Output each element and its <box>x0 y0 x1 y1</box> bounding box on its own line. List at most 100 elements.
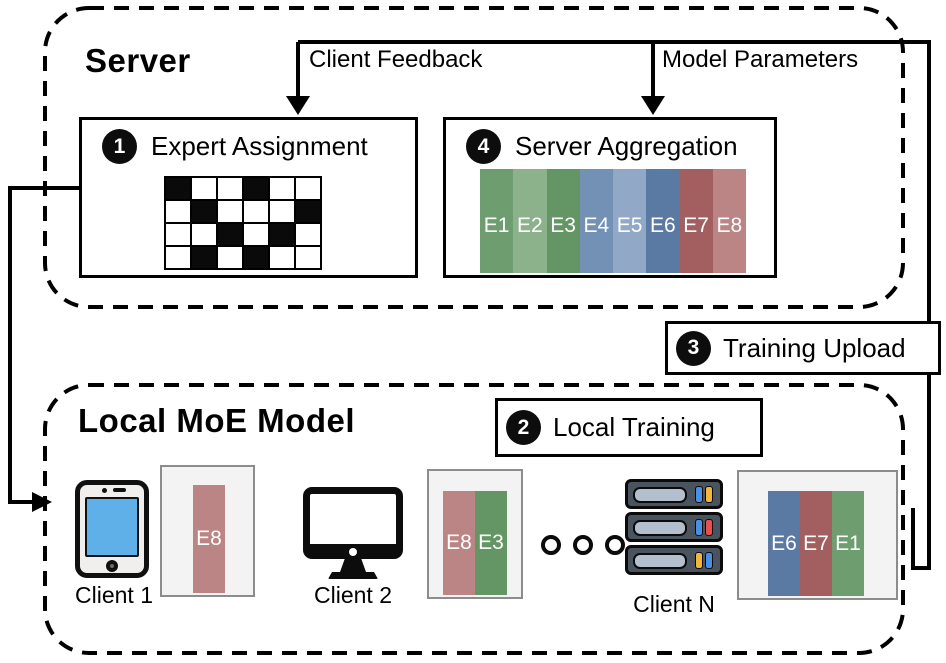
grid-cell-assigned <box>244 247 268 268</box>
step-3-badge: 3 <box>676 330 711 366</box>
more-clients-ellipsis-icon <box>541 535 625 555</box>
client-1-expert-bars: E8 <box>193 485 225 593</box>
tablet-screen <box>85 497 139 557</box>
step-1-badge: 1 <box>102 129 137 164</box>
grid-cell-empty <box>218 201 242 222</box>
rack-led-blue <box>695 519 703 536</box>
expert-bar-e8: E8 <box>443 491 475 595</box>
grid-cell-empty <box>270 178 294 199</box>
grid-cell-assigned <box>218 224 242 245</box>
rack-unit <box>625 512 723 542</box>
expert-bar-e7: E7 <box>679 169 713 273</box>
grid-cell-empty <box>270 201 294 222</box>
rack-drive-slot <box>633 520 687 536</box>
expert-assignment-box: 1 Expert Assignment <box>79 117 418 278</box>
monitor-screen <box>303 487 403 559</box>
ellipsis-dot <box>573 535 593 555</box>
model-parameters-label: Model Parameters <box>659 46 862 74</box>
grid-cell-empty <box>166 224 190 245</box>
rack-drive-slot <box>633 553 687 569</box>
assignment-download-line <box>8 186 79 504</box>
expert-bar-e4: E4 <box>579 169 613 273</box>
grid-cell-empty <box>296 178 320 199</box>
rack-led-yellow <box>705 486 713 503</box>
grid-cell-empty <box>218 178 242 199</box>
grid-cell-empty <box>244 201 268 222</box>
rack-unit <box>625 545 723 575</box>
model-parameters-arrowhead-icon <box>641 96 665 115</box>
local-group-border <box>43 383 905 655</box>
ellipsis-dot <box>605 535 625 555</box>
rack-led-blue <box>695 486 703 503</box>
step-4-badge: 4 <box>466 129 501 164</box>
client-2-label: Client 2 <box>314 582 392 608</box>
grid-cell-empty <box>166 201 190 222</box>
server-aggregation-title: Server Aggregation <box>515 131 738 161</box>
client-feedback-arrowhead-icon <box>286 96 310 115</box>
grid-cell-empty <box>166 247 190 268</box>
tablet-speaker-bar <box>113 488 126 492</box>
expert-bar-e6: E6 <box>768 491 800 596</box>
expert-bar-e8: E8 <box>712 169 746 273</box>
local-section-title: Local MoE Model <box>78 402 356 439</box>
assignment-arrowhead-icon <box>32 492 52 512</box>
training-upload-box: 3 Training Upload <box>665 321 941 375</box>
monitor-stand-neck <box>340 559 366 572</box>
expert-bar-e1: E1 <box>832 491 864 596</box>
rack-drive-slot <box>633 487 687 503</box>
upload-path-line <box>298 40 931 570</box>
grid-cell-empty <box>270 247 294 268</box>
monitor-stand-base <box>328 572 378 579</box>
rack-led-yellow <box>695 552 703 569</box>
expert-bar-e1: E1 <box>480 169 514 273</box>
rack-unit <box>625 479 723 509</box>
expert-bar-e3: E3 <box>546 169 580 273</box>
expert-bar-e5: E5 <box>613 169 647 273</box>
grid-cell-empty <box>192 178 216 199</box>
grid-cell-empty <box>296 247 320 268</box>
step-2-badge: 2 <box>506 410 541 445</box>
server-aggregation-header: 4 Server Aggregation <box>446 120 774 164</box>
expert-assignment-matrix <box>164 176 322 270</box>
expert-bar-e6: E6 <box>646 169 680 273</box>
expert-assignment-title: Expert Assignment <box>151 131 368 161</box>
client-1-expert-panel: E8 <box>160 465 255 597</box>
client-1-label: Client 1 <box>75 582 153 608</box>
server-rack-icon <box>625 479 723 575</box>
server-group-border <box>43 6 905 309</box>
local-training-box: 2 Local Training <box>495 398 763 457</box>
training-upload-header: 3 Training Upload <box>668 324 938 372</box>
local-training-title: Local Training <box>553 412 715 442</box>
monitor-power-dot <box>349 548 357 556</box>
tablet-icon <box>75 480 149 578</box>
grid-cell-assigned <box>192 201 216 222</box>
expert-bar-e8: E8 <box>193 485 225 593</box>
grid-cell-empty <box>192 224 216 245</box>
client-feedback-label: Client Feedback <box>306 46 486 74</box>
rack-led-blue <box>705 552 713 569</box>
expert-bar-e7: E7 <box>800 491 832 596</box>
grid-cell-empty <box>296 224 320 245</box>
tablet-camera-dot <box>102 488 107 493</box>
client-n-label: Client N <box>633 591 715 617</box>
expert-bar-e2: E2 <box>513 169 547 273</box>
ellipsis-dot <box>541 535 561 555</box>
grid-cell-assigned <box>296 201 320 222</box>
server-section-title: Server <box>85 42 191 79</box>
local-training-header: 2 Local Training <box>498 401 760 454</box>
expert-assignment-header: 1 Expert Assignment <box>82 120 415 164</box>
grid-cell-assigned <box>166 178 190 199</box>
grid-cell-empty <box>218 247 242 268</box>
grid-cell-empty <box>244 224 268 245</box>
desktop-monitor-icon <box>303 487 403 579</box>
grid-cell-assigned <box>244 178 268 199</box>
rack-led-red <box>705 519 713 536</box>
